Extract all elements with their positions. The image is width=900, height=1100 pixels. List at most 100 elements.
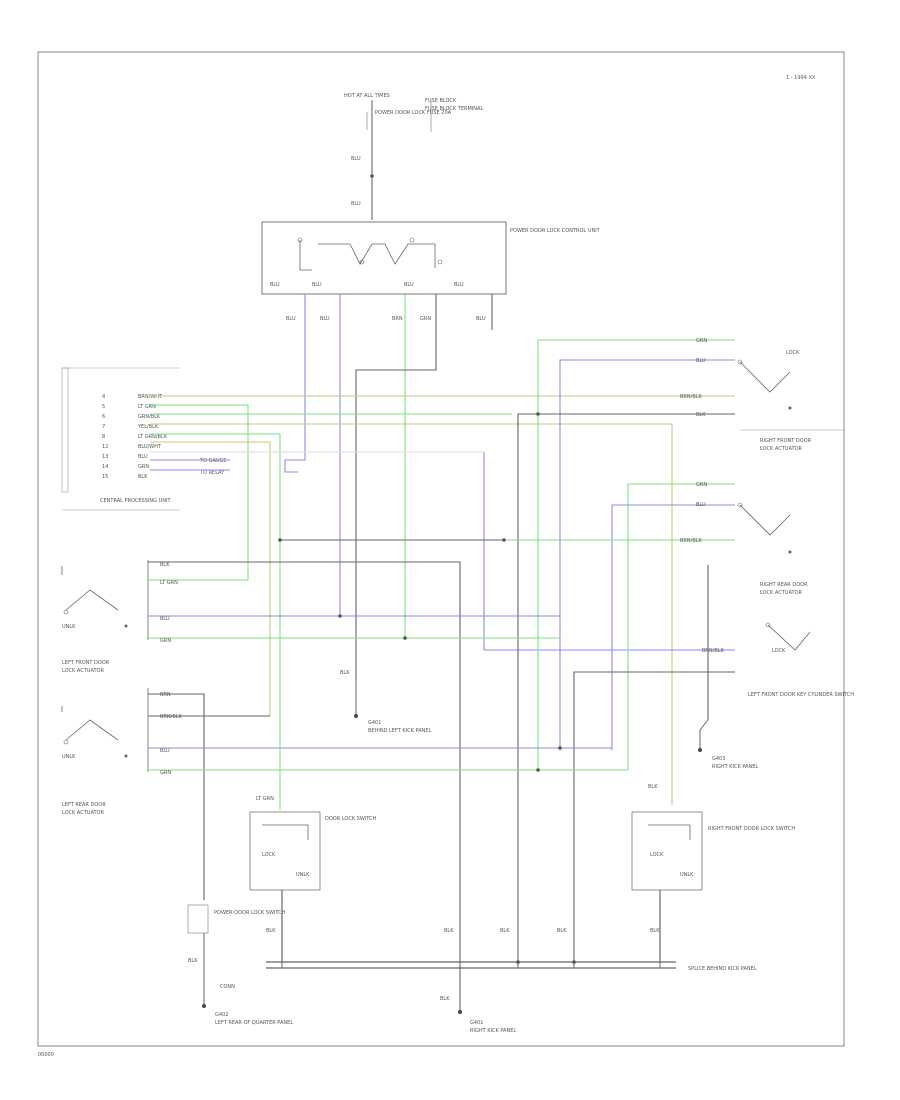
rear-switch-wire: BLK bbox=[648, 784, 658, 790]
key-switch-state: LOCK bbox=[772, 648, 786, 654]
rear-lock-switch: LOCK UNLK RIGHT FRONT DOOR LOCK SWITCH B… bbox=[631, 784, 795, 962]
cpu-row-3: GRN/BLK bbox=[138, 414, 161, 420]
relay-wire-3: BRN bbox=[392, 316, 403, 322]
lr-unlock: UNLK bbox=[62, 754, 76, 760]
bus-wire-3: BLK bbox=[500, 928, 510, 934]
ground-right-loc: RIGHT KICK PANEL bbox=[712, 764, 758, 770]
lf-unlock: UNLK bbox=[62, 624, 76, 630]
cpu-note-1: TO GAUGE bbox=[199, 458, 227, 464]
bus-wires bbox=[150, 395, 735, 810]
cpu-pin-6: 12 bbox=[102, 444, 108, 450]
left-box-label: POWER DOOR LOCK SWITCH bbox=[214, 910, 286, 916]
cpu-row-4: YEL/BLK bbox=[137, 424, 159, 430]
diagram-frame bbox=[37, 51, 845, 1047]
ground-bottom: BLK G401 RIGHT KICK PANEL bbox=[440, 996, 516, 1034]
fuse-block-label: FUSE BLOCK bbox=[425, 98, 457, 104]
ground-left-loc: LEFT REAR OF QUARTER PANEL bbox=[215, 1020, 293, 1026]
relay-wire-4: GRN bbox=[420, 316, 431, 322]
left-front-door-actuator: BLK LT GRN BLU GRN UNLK LEFT FRONT DOOR … bbox=[61, 560, 560, 1010]
rr-sub: LOCK ACTUATOR bbox=[760, 590, 802, 596]
cpu-connector-name: CENTRAL PROCESSING UNIT bbox=[100, 498, 171, 504]
front-switch-lock: LOCK bbox=[262, 852, 276, 858]
ground-left: POWER DOOR LOCK SWITCH BLK CONN G402 LEF… bbox=[187, 904, 293, 1026]
power-source-label: HOT AT ALL TIMES bbox=[344, 93, 390, 99]
power-feed: HOT AT ALL TIMES POWER DOOR LOCK FUSE 20… bbox=[344, 93, 483, 220]
rear-switch-lock: LOCK bbox=[650, 852, 664, 858]
bus-wire-1: BLK bbox=[266, 928, 276, 934]
relay-wire-2: BLU bbox=[320, 316, 330, 322]
ground-right: G403 RIGHT KICK PANEL bbox=[698, 719, 758, 770]
right-feeds bbox=[280, 339, 735, 965]
footer-code: 00000 bbox=[38, 1052, 54, 1058]
relay-term-3: BLU bbox=[404, 282, 414, 288]
cpu-pin-4: 7 bbox=[102, 424, 105, 430]
ground-left-name: G402 bbox=[215, 1012, 228, 1018]
relay-term-1: BLU bbox=[270, 282, 280, 288]
front-switch-name: DOOR LOCK SWITCH bbox=[325, 816, 377, 822]
relay-term-4: BLU bbox=[454, 282, 464, 288]
front-lock-switch: LOCK UNLK DOOR LOCK SWITCH LT GRN bbox=[249, 796, 377, 962]
rr-wire-2: BLU bbox=[696, 502, 706, 508]
right-front-door-actuator: GRN BLU BRN/BLK BLK LOCK RIGHT FRONT DOO… bbox=[680, 338, 844, 452]
rear-switch-name: RIGHT FRONT DOOR LOCK SWITCH bbox=[708, 826, 795, 832]
bus-wire-4: BLK bbox=[557, 928, 567, 934]
ground-right-name: G403 bbox=[712, 756, 725, 762]
ground-bot-loc: RIGHT KICK PANEL bbox=[470, 1028, 516, 1034]
ground-mid-loc: BEHIND LEFT KICK PANEL bbox=[368, 728, 432, 734]
lf-wire-1: BLK bbox=[160, 562, 170, 568]
fuse-desc-label: POWER DOOR LOCK FUSE 20A bbox=[375, 110, 452, 116]
relay-wire-5: BLU bbox=[476, 316, 486, 322]
fuse-note-label: FUSE BLOCK TERMINAL bbox=[425, 106, 483, 112]
cpu-row-2: LT GRN bbox=[138, 404, 156, 410]
control-unit: POWER DOOR LOCK CONTROL UNIT BLU BLU BLU… bbox=[261, 221, 601, 322]
lf-wire-2: LT GRN bbox=[160, 580, 178, 586]
lr-name: LEFT REAR DOOR bbox=[62, 802, 106, 808]
key-switch-name: LEFT FRONT DOOR KEY CYLINDER SWITCH bbox=[748, 692, 854, 698]
cpu-pin-9: 15 bbox=[102, 474, 108, 480]
rf-wire-2: BLU bbox=[696, 358, 706, 364]
left-rear-door-actuator: BRN BRN/BLK BLU GRN UNLK LEFT REAR DOOR … bbox=[61, 688, 628, 900]
rf-lock: LOCK bbox=[786, 350, 800, 356]
lr-wire-2: BRN/BLK bbox=[160, 714, 183, 720]
cpu-row-7: BLU bbox=[138, 454, 148, 460]
rf-wire-4: BLK bbox=[696, 412, 706, 418]
rr-wire-1: GRN bbox=[696, 482, 707, 488]
bus-wire-5: BLK bbox=[650, 928, 660, 934]
bus-splice-label: SPLICE BEHIND KICK PANEL bbox=[688, 966, 757, 972]
lr-wire-4: GRN bbox=[160, 770, 171, 776]
rr-wire-3: BRN/BLK bbox=[680, 538, 703, 544]
key-switch-wire: BRN/BLK bbox=[702, 648, 725, 654]
power-splice-dot bbox=[370, 174, 374, 178]
left-box-conn: CONN bbox=[220, 984, 235, 990]
rf-wire-3: BRN/BLK bbox=[680, 394, 703, 400]
cpu-row-1: BRN/WHT bbox=[138, 394, 163, 400]
cpu-pin-2: 5 bbox=[102, 404, 105, 410]
key-cylinder-switch: BRN/BLK LOCK LEFT FRONT DOOR KEY CYLINDE… bbox=[702, 622, 854, 698]
rf-wire-1: GRN bbox=[696, 338, 707, 344]
ground-mid-wire: BLK bbox=[340, 670, 350, 676]
rf-sub: LOCK ACTUATOR bbox=[760, 446, 802, 452]
cpu-pin-8: 14 bbox=[102, 464, 108, 470]
cpu-connector: CENTRAL PROCESSING UNIT 4 5 6 7 8 12 13 … bbox=[61, 367, 227, 511]
power-wire-2: BLU bbox=[351, 201, 361, 207]
ground-bot-name: G401 bbox=[470, 1020, 483, 1026]
cpu-row-5: LT GRN/BLK bbox=[138, 434, 168, 440]
rr-name: RIGHT REAR DOOR bbox=[760, 582, 808, 588]
rear-switch-unlock: UNLK bbox=[680, 872, 694, 878]
splice-dots bbox=[278, 412, 576, 964]
ground-mid: BLK G401 BEHIND LEFT KICK PANEL bbox=[340, 670, 432, 734]
lr-wire-3: BLU bbox=[160, 748, 170, 754]
control-unit-wires bbox=[284, 294, 493, 680]
cpu-pin-1: 4 bbox=[102, 394, 105, 400]
left-box-wire: BLK bbox=[188, 958, 198, 964]
cpu-pin-3: 6 bbox=[102, 414, 105, 420]
front-switch-wire: LT GRN bbox=[256, 796, 274, 802]
cpu-pin-7: 13 bbox=[102, 454, 108, 460]
ground-mid-name: G401 bbox=[368, 720, 381, 726]
right-rear-door-actuator: GRN BLU BRN/BLK RIGHT REAR DOOR LOCK ACT… bbox=[680, 482, 808, 596]
lf-wire-3: BLU bbox=[160, 616, 170, 622]
cpu-row-8: GRN bbox=[138, 464, 149, 470]
cpu-row-9: BLK bbox=[138, 474, 148, 480]
relay-wire-1: BLU bbox=[286, 316, 296, 322]
